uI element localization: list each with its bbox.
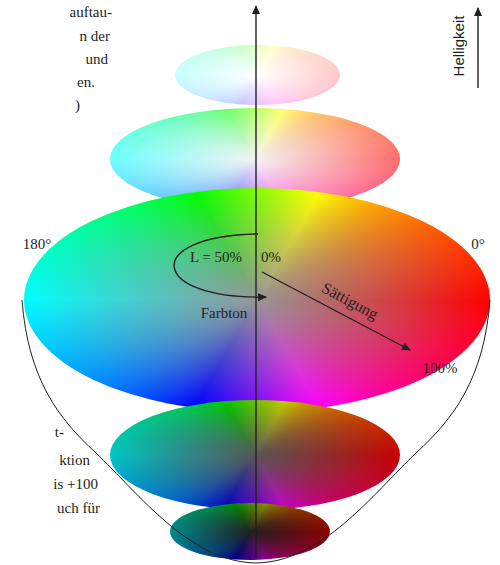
cropped-text: t- — [55, 424, 64, 441]
saturation-value: 100% — [423, 360, 458, 377]
lightness-arrow — [477, 8, 478, 88]
cropped-text: en. — [77, 74, 95, 91]
color-disc — [170, 503, 330, 560]
saturation-value: 0% — [261, 249, 281, 266]
cropped-text: n der — [80, 28, 110, 45]
color-disc — [24, 188, 490, 412]
axis-label: Farbton — [201, 305, 248, 322]
color-disc — [175, 45, 340, 105]
lightness-axis — [255, 6, 256, 558]
cropped-text: ktion — [59, 452, 90, 469]
cropped-text: auftau- — [70, 4, 112, 21]
saturation-arrow — [262, 272, 410, 350]
cropped-text: und — [86, 51, 109, 68]
hue-arrow — [174, 234, 266, 297]
axis-label: Helligkeit — [451, 16, 468, 77]
cropped-text: is +100 — [53, 476, 98, 493]
angle-label: 0° — [471, 236, 485, 253]
color-disc — [110, 400, 400, 510]
cropped-text: ) — [75, 97, 80, 114]
lightness-value: L = 50% — [190, 249, 242, 266]
angle-label: 180° — [23, 236, 52, 253]
cropped-text: uch für — [57, 500, 100, 517]
